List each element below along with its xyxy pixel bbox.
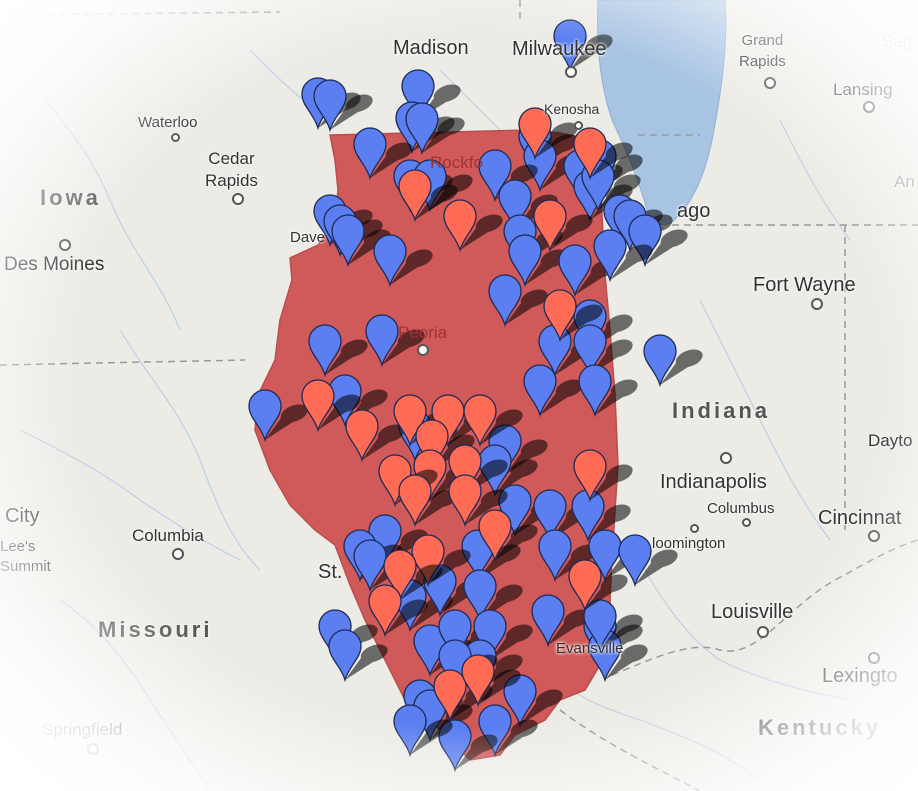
city-label-indianapolis: Indianapolis: [660, 471, 767, 493]
city-label-louisville: Louisville: [711, 601, 794, 623]
city-dot-lexington: [868, 652, 880, 664]
city-label-lansing: Lansing: [833, 80, 893, 99]
city-label-des-moines: Des Moines: [4, 254, 105, 275]
city-dot-des-moines: [59, 239, 71, 251]
city-dot-cedar-rapids: [232, 193, 244, 205]
city-label-dayton: Dayto: [868, 431, 913, 450]
state-label-indiana: Indiana: [672, 398, 771, 423]
city-dot-louisville: [757, 626, 769, 638]
state-label-iowa: Iowa: [40, 185, 101, 210]
city-label-columbia: Columbia: [132, 526, 204, 545]
city-dot-peoria: [417, 344, 429, 356]
city-label-cincinnati: Cincinnat: [818, 507, 902, 529]
city-label-sag: Sag: [882, 32, 913, 51]
city-label-an: An: [894, 172, 915, 191]
city-label-chicago: ago: [677, 200, 711, 222]
city-label-madison: Madison: [393, 37, 469, 59]
city-dot-cincinnati: [868, 530, 880, 542]
city-label-davenport: Dave: [290, 229, 326, 246]
city-dot-lansing: [863, 101, 875, 113]
city-label-kansas-city: City: [5, 505, 40, 527]
city-label-kenosha: Kenosha: [544, 101, 600, 117]
city-dot-columbia: [172, 548, 184, 560]
city-label-peoria: Peoria: [398, 323, 448, 342]
city-label-lees-summit: Lee's Summit: [0, 538, 51, 575]
city-label-milwaukee: Milwaukee: [512, 38, 607, 60]
city-dot-milwaukee: [565, 66, 577, 78]
city-label-evansville: Evansville: [556, 640, 624, 657]
city-label-columbus-in: Columbus: [707, 500, 775, 517]
city-label-waterloo: Waterloo: [138, 114, 198, 131]
city-dot-bloomington: [690, 524, 699, 533]
city-label-st-louis: St.: [318, 561, 343, 583]
city-label-springfield-mo: Springfield: [42, 720, 123, 739]
city-label-lexington: Lexingto: [822, 665, 898, 687]
state-label-missouri: Missouri: [98, 617, 213, 642]
state-label-kentucky: Kentucky: [758, 715, 882, 740]
city-label-bloomington: loomington: [652, 535, 726, 552]
city-label-rockford: Rockfo: [430, 153, 483, 172]
city-dot-columbus-in: [742, 518, 751, 527]
city-label-cedar-rapids: Cedar Rapids: [205, 149, 258, 190]
city-dot-indianapolis: [720, 452, 732, 464]
city-label-grand-rapids: Grand Rapids: [739, 32, 786, 70]
city-dot-springfield-mo: [87, 743, 99, 755]
city-dot-waterloo: [171, 133, 180, 142]
city-dot-fort-wayne: [811, 298, 823, 310]
city-label-fort-wayne: Fort Wayne: [753, 274, 856, 296]
city-dot-kenosha: [574, 121, 583, 130]
city-dot-grand-rapids: [764, 77, 776, 89]
